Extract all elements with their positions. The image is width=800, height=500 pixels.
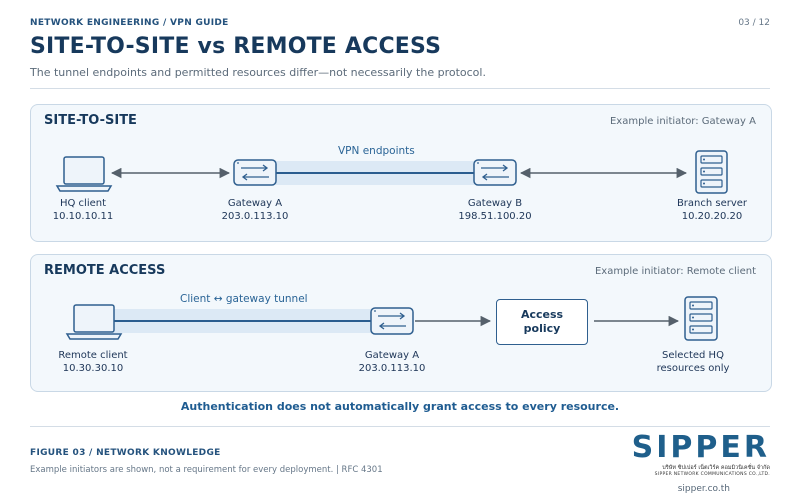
website-link[interactable]: sipper.co.th (677, 484, 730, 494)
server-icon (684, 296, 718, 341)
server-icon (695, 150, 728, 194)
auth-warning: Authentication does not automatically gr… (180, 400, 620, 413)
gateway-b-label: Gateway B 198.51.100.20 (435, 197, 555, 223)
gateway-b-name: Gateway B (467, 198, 523, 209)
gateway-a-name: Gateway A (227, 198, 283, 209)
gateway-a-label: Gateway A 203.0.113.10 (195, 197, 315, 223)
page-title: SITE-TO-SITE vs REMOTE ACCESS (30, 34, 442, 59)
footer-note: Example initiators are shown, not a requ… (30, 465, 383, 475)
remote-client-name: Remote client (58, 350, 128, 361)
selected-hq-address: resources only (656, 363, 730, 374)
logo-thai-text: บริษัท ซิปเปอร์ เน็ตเวิร์ค คอมมิวนิเคชั่… (662, 465, 770, 471)
sipper-logo: SIPPER บริษัท ซิปเปอร์ เน็ตเวิร์ค คอมมิว… (600, 430, 770, 478)
hq-client-address: 10.10.10.11 (52, 211, 114, 222)
access-policy-line1: Access (520, 308, 564, 321)
gateway-b-address: 198.51.100.20 (458, 211, 532, 222)
selected-hq-label: Selected HQ resources only (633, 349, 753, 375)
header-divider (30, 88, 770, 89)
ra-gateway-a-name: Gateway A (364, 350, 420, 361)
laptop-icon (65, 304, 123, 340)
vpn-endpoints-label: VPN endpoints (338, 145, 415, 157)
hq-client-name: HQ client (59, 198, 107, 209)
gateway-a-address: 203.0.113.10 (221, 211, 289, 222)
ra-gateway-a-label: Gateway A 203.0.113.10 (332, 349, 452, 375)
hq-client-label: HQ client 10.10.10.11 (23, 197, 143, 223)
logo-english-text: SIPPER NETWORK COMMUNICATIONS CO.,LTD. (654, 472, 770, 477)
page-number: 03 / 12 (738, 18, 770, 28)
access-policy-line2: policy (523, 322, 561, 335)
header-kicker: NETWORK ENGINEERING / VPN GUIDE (30, 18, 229, 28)
remote-access-note: Example initiator: Remote client (594, 266, 756, 277)
branch-server-name: Branch server (676, 198, 748, 209)
footer-divider (30, 426, 770, 427)
site-to-site-note: Example initiator: Gateway A (609, 116, 756, 127)
branch-server-label: Branch server 10.20.20.20 (652, 197, 772, 223)
site-to-site-title: SITE-TO-SITE (44, 113, 137, 128)
remote-access-title: REMOTE ACCESS (44, 263, 166, 278)
remote-client-address: 10.30.30.10 (62, 363, 124, 374)
figure-caption: FIGURE 03 / NETWORK KNOWLEDGE (30, 448, 221, 458)
laptop-icon (55, 156, 113, 192)
gateway-icon (370, 307, 414, 335)
gateway-icon (473, 159, 517, 186)
gateway-icon (233, 159, 277, 186)
selected-hq-name: Selected HQ (662, 350, 724, 361)
page-subtitle: The tunnel endpoints and permitted resou… (30, 66, 486, 79)
branch-server-address: 10.20.20.20 (681, 211, 743, 222)
remote-client-label: Remote client 10.30.30.10 (33, 349, 153, 375)
logo-wordmark: SIPPER (631, 430, 770, 465)
access-policy-box: Access policy (496, 299, 588, 345)
ra-gateway-a-address: 203.0.113.10 (358, 363, 426, 374)
client-gateway-tunnel-label: Client ↔ gateway tunnel (180, 293, 308, 305)
